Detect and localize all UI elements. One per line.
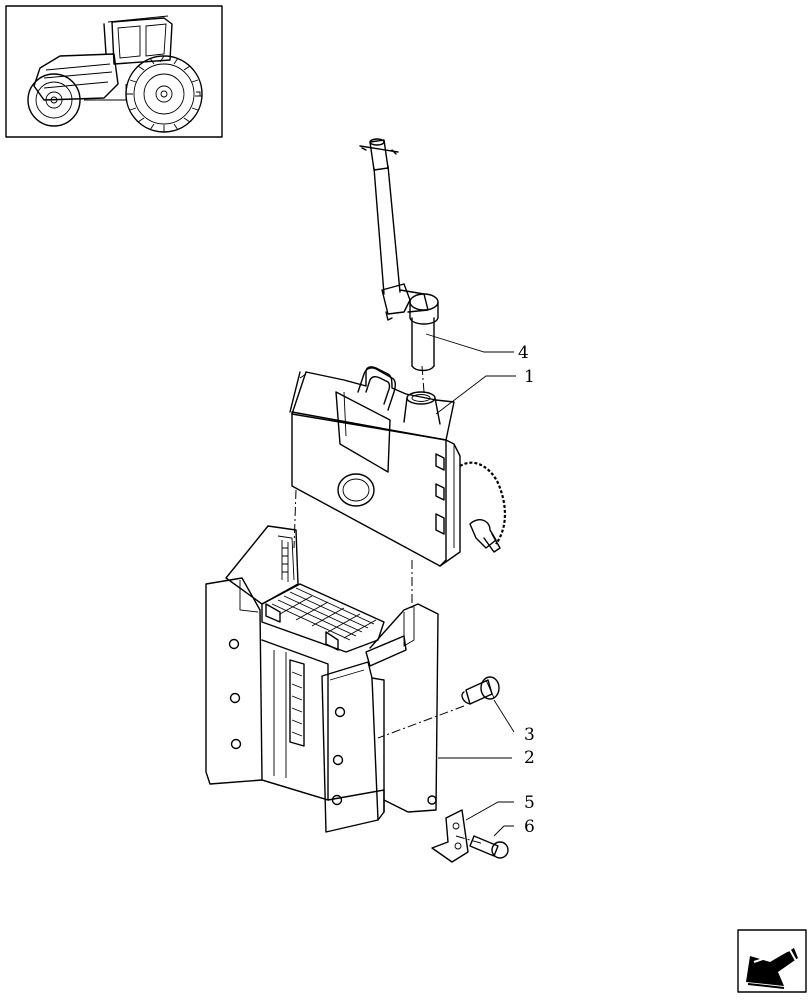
rear-wheel bbox=[125, 55, 203, 133]
callout-6: 6 bbox=[524, 817, 535, 837]
tractor-thumbnail bbox=[5, 5, 223, 138]
assembly-lines bbox=[293, 365, 485, 845]
next-page-arrow-icon bbox=[746, 948, 802, 989]
callout-5: 5 bbox=[524, 793, 535, 813]
hitch-bracket bbox=[205, 525, 439, 833]
bolt-3 bbox=[461, 676, 500, 705]
callout-1: 1 bbox=[524, 367, 535, 387]
tow-pin-assembly bbox=[359, 138, 439, 372]
bracket-5 bbox=[431, 809, 469, 863]
bolt-6 bbox=[469, 835, 509, 859]
front-wheel bbox=[27, 73, 81, 127]
callout-4: 4 bbox=[518, 343, 529, 363]
thumbnail-frame bbox=[5, 5, 223, 138]
tractor-icon bbox=[27, 15, 203, 133]
next-page-button[interactable] bbox=[737, 929, 807, 993]
callout-labels: 4 1 3 2 5 6 bbox=[518, 343, 535, 837]
callout-3: 3 bbox=[524, 725, 535, 745]
callout-leaders bbox=[425, 333, 516, 837]
hitch-block bbox=[289, 366, 506, 567]
callout-2: 2 bbox=[524, 748, 535, 768]
